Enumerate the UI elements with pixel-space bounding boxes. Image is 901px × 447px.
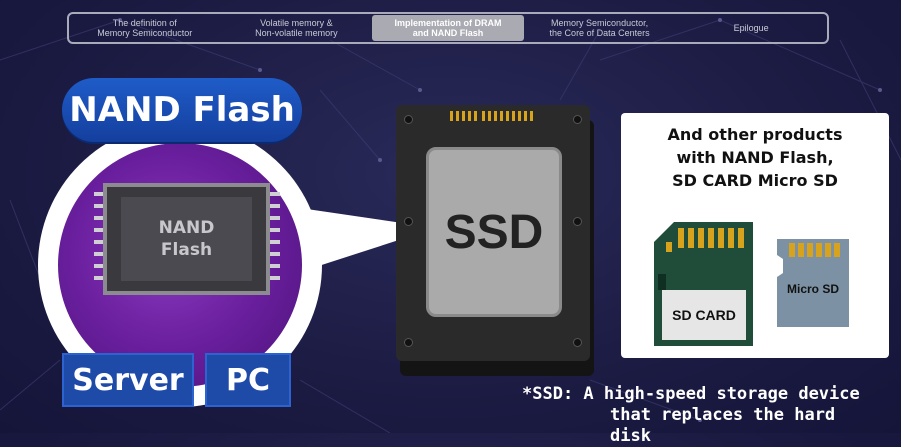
nav-item-definition[interactable]: The definition of Memory Semiconductor xyxy=(69,14,221,42)
screw-icon xyxy=(404,115,413,124)
micro-sd-icon: Micro SD xyxy=(775,237,851,329)
footnote-line-1: *SSD: A high-speed storage device xyxy=(522,384,860,404)
pc-tag: PC xyxy=(205,353,291,407)
screw-icon xyxy=(404,338,413,347)
nav-item-epilogue[interactable]: Epilogue xyxy=(675,14,827,42)
ssd-drive: SSD xyxy=(396,105,590,361)
title-line-3: SD CARD Micro SD xyxy=(621,169,889,192)
screw-icon xyxy=(404,217,413,226)
nav-item-dram-nand-implementation[interactable]: Implementation of DRAM and NAND Flash xyxy=(372,15,524,41)
micro-sd-label: Micro SD xyxy=(787,282,839,296)
title-line-2: with NAND Flash, xyxy=(621,146,889,169)
ssd-connector xyxy=(448,109,538,123)
footnote-line-2: that replaces the hard disk xyxy=(522,405,882,447)
screw-icon xyxy=(573,338,582,347)
section-navigation: The definition of Memory Semiconductor V… xyxy=(67,12,829,44)
nav-item-volatile-memory[interactable]: Volatile memory & Non-volatile memory xyxy=(221,14,373,42)
server-tag: Server xyxy=(62,353,194,407)
sd-card-label: SD CARD xyxy=(672,307,736,323)
ssd-label: SSD xyxy=(426,147,562,317)
screw-icon xyxy=(573,217,582,226)
nand-flash-title: NAND Flash xyxy=(62,78,302,142)
other-products-panel: And other products with NAND Flash, SD C… xyxy=(621,113,889,358)
ssd-footnote: *SSD: A high-speed storage device that r… xyxy=(522,384,882,447)
sd-card-icon: SD CARD xyxy=(652,220,755,348)
title-line-1: And other products xyxy=(621,123,889,146)
screw-icon xyxy=(573,115,582,124)
nand-flash-chip: NAND Flash xyxy=(103,183,270,295)
other-products-title: And other products with NAND Flash, SD C… xyxy=(621,123,889,192)
chip-label: NAND Flash xyxy=(121,197,252,281)
nav-item-data-centers[interactable]: Memory Semiconductor, the Core of Data C… xyxy=(524,14,676,42)
